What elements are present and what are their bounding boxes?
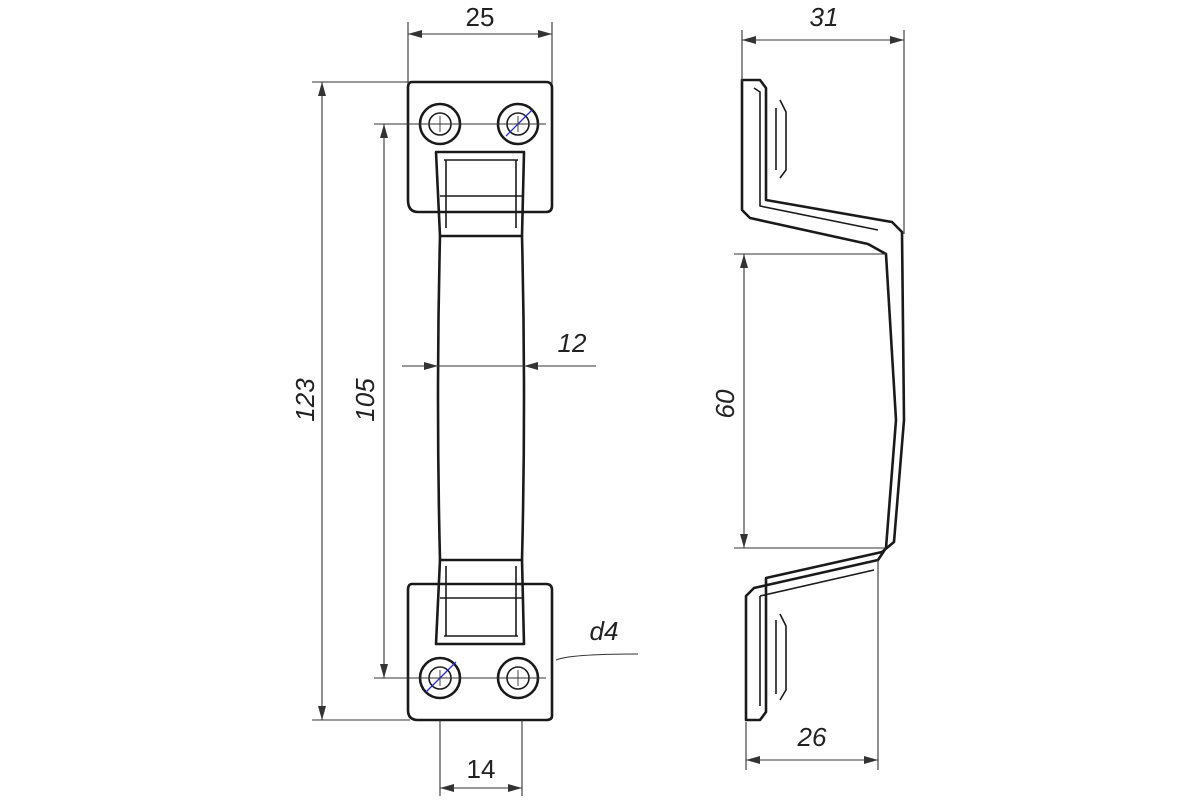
dimension-overall-length: 123 (290, 81, 410, 721)
dimension-grip-width: 12 (402, 328, 596, 370)
side-profile-inner (753, 87, 879, 706)
side-profile-outer (740, 78, 906, 722)
bottom-grip-collar (434, 558, 526, 646)
dim-label-14: 14 (467, 754, 496, 784)
bottom-mounting-plate (406, 582, 554, 722)
front-view (406, 80, 554, 722)
dimension-hole-diameter: d4 (555, 616, 639, 661)
side-mount-slot-bottom (779, 613, 787, 701)
dim-label-26: 26 (797, 722, 827, 752)
dim-label-60: 60 (710, 389, 740, 418)
dimension-bottom-width: 14 (439, 720, 523, 796)
side-mount-slot-top (779, 99, 787, 179)
dimension-width-top: 25 (407, 2, 553, 84)
top-grip-collar (434, 150, 526, 238)
dimension-hole-spacing: 105 (350, 123, 416, 679)
dim-label-105: 105 (350, 378, 380, 422)
top-mounting-plate (406, 80, 554, 214)
dim-label-25: 25 (466, 2, 495, 32)
side-view (740, 78, 906, 722)
dim-label-12: 12 (558, 328, 587, 358)
dim-label-31: 31 (810, 2, 839, 32)
dim-label-d4: d4 (590, 616, 619, 646)
grip-bar (436, 234, 526, 562)
dimension-grip-length: 60 (710, 253, 886, 549)
dimension-grip-depth: 26 (745, 560, 879, 770)
dim-label-123: 123 (290, 378, 320, 422)
dimension-overall-depth: 31 (741, 2, 905, 234)
